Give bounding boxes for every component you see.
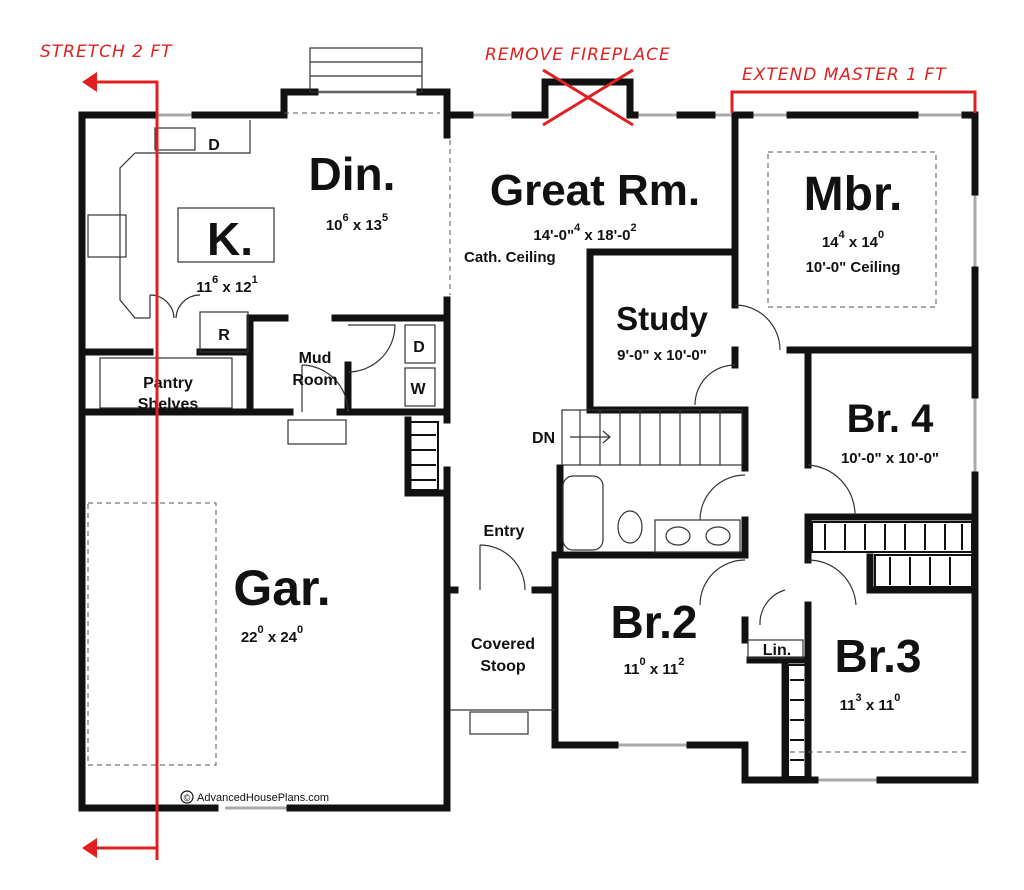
stretch-line bbox=[95, 80, 159, 860]
kitchen-sink-icon bbox=[154, 127, 196, 151]
room-great-note: Cath. Ceiling bbox=[464, 249, 556, 266]
washer-label: W bbox=[410, 381, 426, 398]
room-master-note: 10'-0" Ceiling bbox=[806, 259, 901, 276]
kitchen-island bbox=[177, 207, 275, 263]
arrow-left-icon bbox=[82, 838, 97, 858]
room-br3-dims: 113 x 110 bbox=[840, 692, 901, 714]
entry-door bbox=[479, 544, 526, 591]
room-dining-dims: 106 x 135 bbox=[326, 212, 388, 234]
room-study-name: Study bbox=[616, 300, 708, 337]
arrow-left-icon bbox=[82, 72, 97, 92]
room-kitchen-name: K. bbox=[207, 213, 253, 265]
br4-door bbox=[807, 464, 856, 516]
room-br2-name: Br.2 bbox=[611, 596, 698, 648]
dishwasher-label: D bbox=[208, 137, 220, 154]
extend-bracket bbox=[730, 90, 977, 113]
room-br3-name: Br.3 bbox=[835, 630, 922, 682]
vanity-icon bbox=[654, 519, 741, 553]
toilet-icon bbox=[617, 510, 643, 544]
copyright: © AdvancedHousePlans.com bbox=[180, 790, 329, 804]
mud-door bbox=[301, 364, 349, 413]
room-pantry-line1: Pantry bbox=[143, 375, 193, 392]
rear-steps bbox=[309, 47, 423, 93]
annotation-fireplace: REMOVE FIREPLACE bbox=[485, 45, 671, 65]
room-stoop-line1: Covered bbox=[471, 636, 535, 653]
closets bbox=[407, 421, 973, 778]
room-kitchen-dims: 116 x 121 bbox=[196, 274, 257, 296]
mud-steps bbox=[287, 419, 347, 445]
room-mud-line2: Room bbox=[292, 372, 337, 389]
room-garage-dims: 220 x 240 bbox=[241, 624, 303, 646]
br2-door bbox=[699, 559, 746, 606]
walls bbox=[78, 78, 979, 812]
stairs-down-label: DN bbox=[532, 430, 555, 447]
room-entry-name: Entry bbox=[484, 523, 525, 540]
stairs bbox=[561, 409, 743, 466]
room-great-dims: 14'-0"4 x 18'-02 bbox=[533, 222, 636, 244]
room-stoop-line2: Stoop bbox=[480, 658, 526, 675]
garage-door-outline bbox=[87, 502, 217, 766]
room-mud-line1: Mud bbox=[299, 350, 332, 367]
svg-text:AdvancedHousePlans.com: AdvancedHousePlans.com bbox=[197, 792, 329, 804]
room-study-dims: 9'-0" x 10'-0" bbox=[617, 347, 707, 364]
room-br2-dims: 110 x 112 bbox=[624, 656, 685, 678]
room-dining-name: Din. bbox=[309, 148, 396, 200]
room-br4-dims: 10'-0" x 10'-0" bbox=[841, 450, 939, 467]
room-br4-name: Br. 4 bbox=[847, 397, 934, 441]
annotation-stretch: STRETCH 2 FT bbox=[40, 42, 173, 62]
master-door bbox=[734, 304, 781, 351]
dryer-label: D bbox=[413, 339, 425, 356]
annotation-master: EXTEND MASTER 1 FT bbox=[742, 65, 947, 85]
br3-door bbox=[807, 559, 857, 606]
svg-text:©: © bbox=[184, 793, 191, 803]
room-master-name: Mbr. bbox=[804, 168, 903, 221]
study-door bbox=[694, 364, 736, 406]
bathtub-icon bbox=[562, 475, 604, 551]
range-icon bbox=[87, 214, 127, 258]
refrigerator-label: R bbox=[218, 327, 230, 344]
room-master-dims: 144 x 140 bbox=[822, 229, 884, 251]
room-garage-name: Gar. bbox=[233, 560, 330, 616]
markup-annotations: STRETCH 2 FT REMOVE FIREPLACE EXTEND MAS… bbox=[40, 42, 977, 860]
details bbox=[87, 47, 970, 766]
room-pantry-line2: Shelves bbox=[138, 396, 199, 413]
front-steps bbox=[469, 711, 529, 735]
pantry-doors bbox=[149, 294, 201, 319]
copyright-icon bbox=[180, 790, 194, 804]
room-great-name: Great Rm. bbox=[490, 166, 700, 215]
room-linen-name: Lin. bbox=[763, 642, 791, 659]
